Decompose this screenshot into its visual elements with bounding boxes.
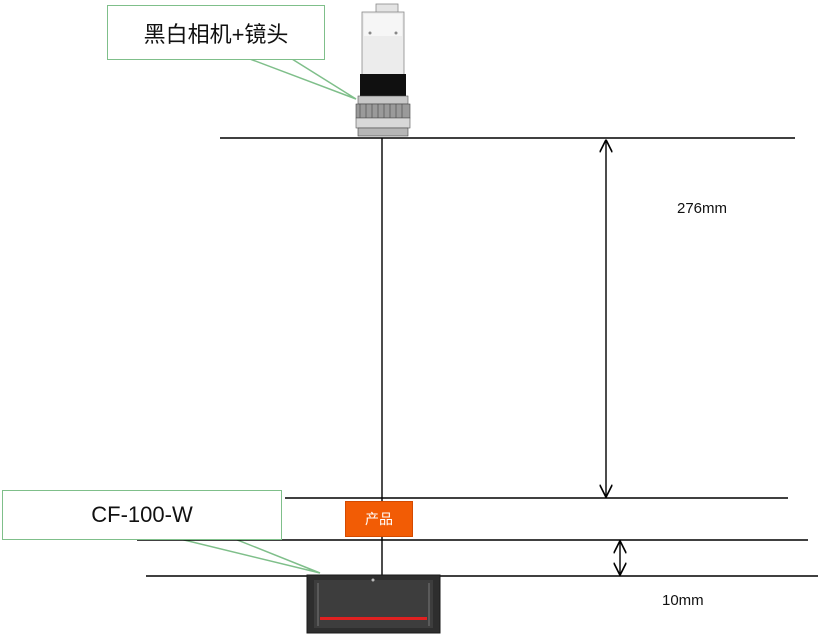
camera-callout-pointer	[249, 58, 357, 100]
camera-lens-icon	[355, 3, 411, 137]
ring-light-label: CF-100-W	[91, 502, 193, 527]
working-distance-label: 276mm	[677, 200, 728, 217]
product-box: 产品	[345, 501, 413, 537]
product-label: 产品	[365, 511, 393, 527]
ring-light-icon	[306, 574, 441, 634]
ring-light-callout: CF-100-W	[2, 490, 282, 540]
light-callout-pointer	[179, 538, 321, 574]
camera-lens-callout: 黑白相机+镜头	[107, 5, 325, 60]
camera-lens-label: 黑白相机+镜头	[143, 21, 289, 47]
light-distance-label: 10mm	[662, 592, 704, 609]
